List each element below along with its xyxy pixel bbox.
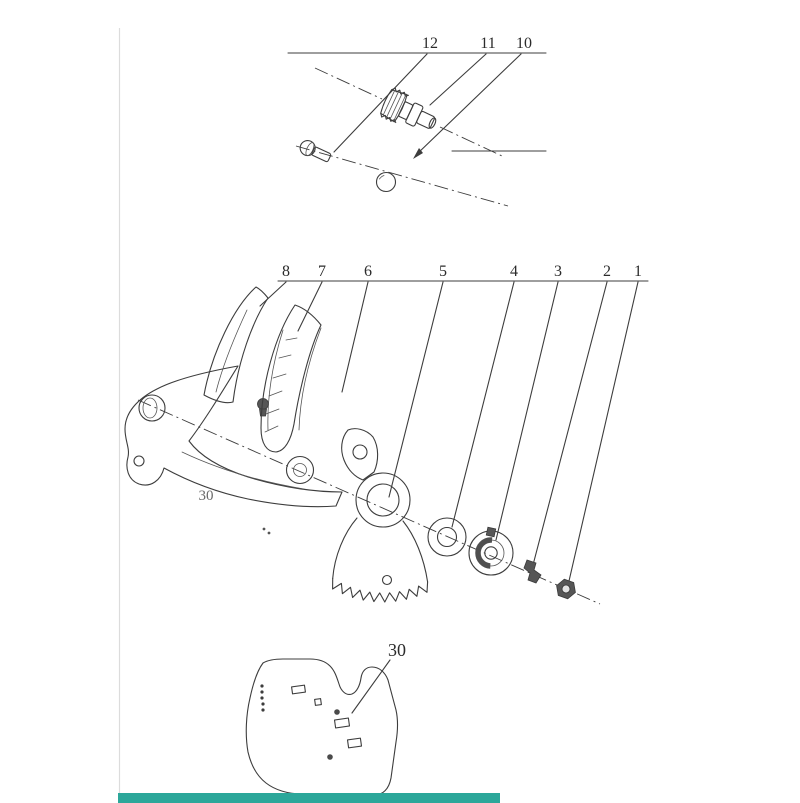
part-label-11: 11 <box>480 35 495 52</box>
ball-part <box>375 171 397 193</box>
plate-slots <box>291 684 363 749</box>
clip-part <box>523 559 542 584</box>
pin-ball-centerline <box>295 145 509 207</box>
shaft-centerline <box>314 67 503 157</box>
main-assembly: 8 7 6 5 4 3 2 1 <box>124 263 649 605</box>
part-label-6: 6 <box>364 263 372 280</box>
cam-shaft-part <box>380 87 437 129</box>
accent-bar <box>118 793 500 803</box>
bearing-part <box>468 526 514 576</box>
leader-arrowhead-10 <box>413 148 423 159</box>
top-assembly: 12 11 10 <box>287 35 547 207</box>
part-label-7: 7 <box>318 263 326 280</box>
part-label-3: 3 <box>554 263 562 280</box>
counter-blade-part <box>260 304 322 453</box>
plate-rivet-dots <box>260 684 265 712</box>
handle-body-part <box>124 365 343 508</box>
top-leader-lines <box>333 53 522 156</box>
part-label-10: 10 <box>516 35 532 52</box>
scan-dots <box>262 527 271 535</box>
pivot-pin-part <box>299 139 332 163</box>
mid-leader-lines <box>259 281 639 582</box>
part-label-4: 4 <box>510 263 518 280</box>
assembly-centerline <box>137 399 601 605</box>
cutting-blade-part <box>203 286 269 404</box>
plate-part: 30 <box>245 640 406 796</box>
handle-ref-label: 30 <box>199 488 214 504</box>
washer-part <box>427 517 467 557</box>
part-label-2: 2 <box>603 263 611 280</box>
nut-part <box>556 578 576 600</box>
plate-outline <box>245 658 399 796</box>
part-label-12: 12 <box>422 35 438 52</box>
part-label-8: 8 <box>282 263 290 280</box>
plate-ref-label: 30 <box>388 640 406 660</box>
part-label-5: 5 <box>439 263 447 280</box>
part-label-1: 1 <box>634 263 642 280</box>
plate-leader-line <box>351 659 391 714</box>
plate-holes <box>327 709 340 760</box>
cam-plate-part <box>332 428 429 603</box>
